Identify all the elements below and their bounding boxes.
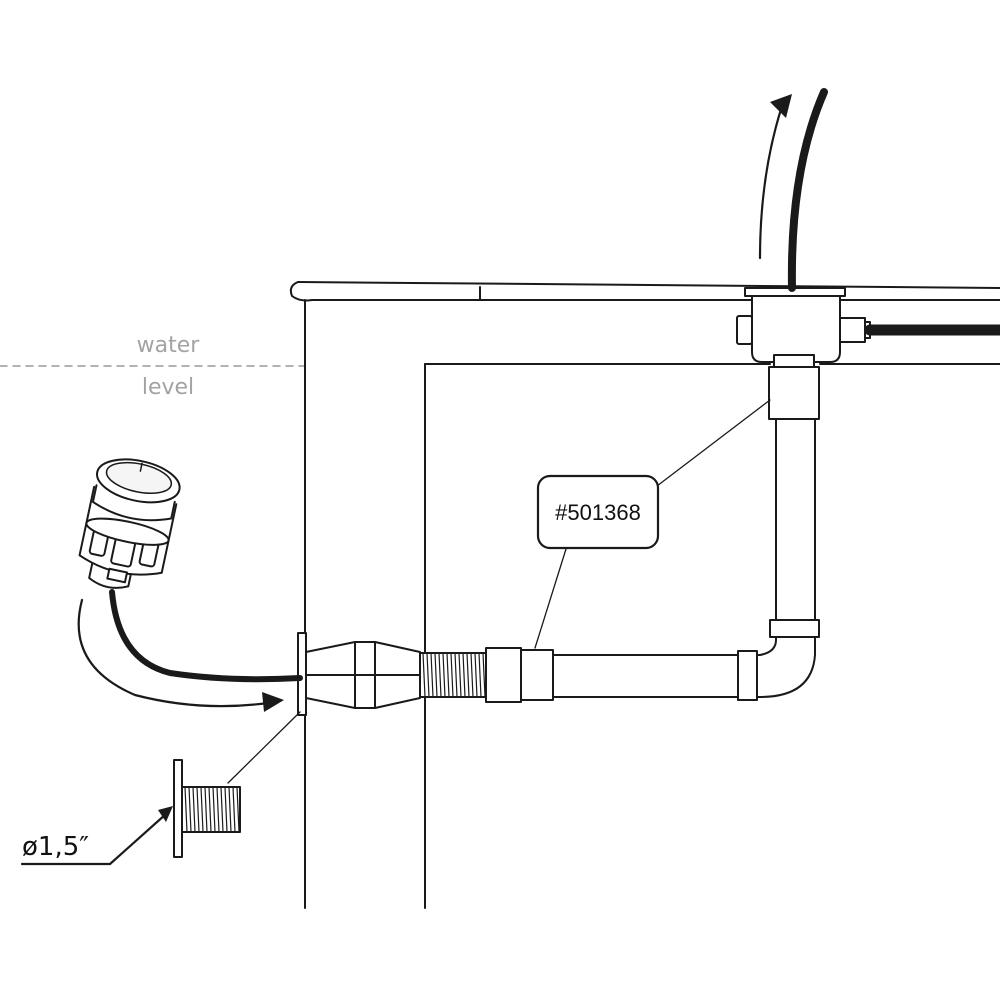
thread-line [458,652,462,698]
thread-line [426,652,430,698]
thread-line [208,786,212,833]
thread-line [466,652,470,698]
thread-line [442,652,446,698]
diameter-label: ø1,5″ [22,832,89,862]
fitting-leader [227,711,301,784]
thread-line [204,786,208,833]
thread-line [470,652,474,698]
flow-arrow-icon [758,104,784,260]
thread-line [224,786,228,833]
thread-line [232,786,236,833]
water-level-label-top: water [137,333,201,358]
thread-line [212,786,216,833]
thread-line [454,652,458,698]
thread-line [438,652,442,698]
thread-line [482,652,486,698]
flow-arrow-head [770,94,792,118]
thread-line [430,652,434,698]
threaded-fitting-icon [173,759,241,858]
light-cable [109,589,303,683]
diameter-arrow-head [158,806,173,822]
thread-line [196,786,200,833]
thread-line [450,652,454,698]
thread-line [220,786,224,833]
thread-line [434,652,438,698]
thread-line [446,652,450,698]
wall-fitting [297,632,421,716]
light-fixture-icon [78,458,181,589]
thread-line [184,786,188,833]
thread-line [228,786,232,833]
callout-leader-lower [534,548,567,649]
part-number-callout [536,474,660,550]
threaded-section [419,652,487,698]
junction-box [736,287,871,368]
thread-line [188,786,192,833]
pool-wall [289,281,1000,909]
water-level-label-bottom: level [142,375,194,400]
flow-arrow-cable [77,598,270,708]
flow-arrow-cable-head [262,692,284,712]
cable-up [787,88,828,292]
horizontal-pipe [485,647,758,703]
thread-line [478,652,482,698]
callout-leader-upper [656,399,771,487]
thread-line [474,652,478,698]
thread-line [462,652,466,698]
thread-line [216,786,220,833]
thread-line [200,786,204,833]
thread-line [422,652,426,698]
vertical-pipe [768,366,820,638]
thread-line [236,786,240,833]
pipe-elbow [756,636,816,698]
thread-line [192,786,196,833]
diameter-leader [20,812,168,866]
part-number-label: #501368 [555,500,641,525]
